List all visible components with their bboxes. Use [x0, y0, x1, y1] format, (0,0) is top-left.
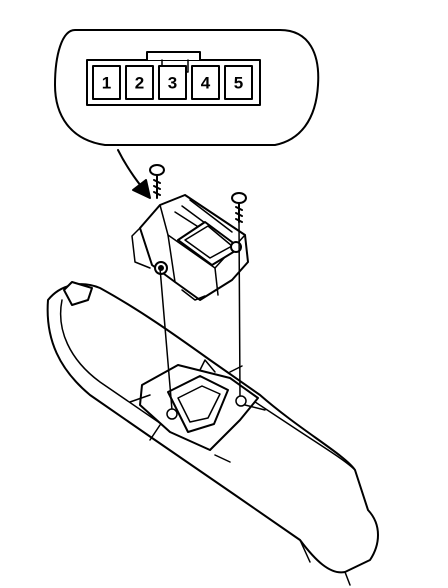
- connector-pin-1: 1: [92, 65, 121, 100]
- screw-icon: [231, 192, 247, 223]
- connector-pin-2: 2: [125, 65, 154, 100]
- pin-number: 4: [201, 74, 211, 93]
- connector-pin-5: 5: [224, 65, 253, 100]
- pin-box: [224, 65, 253, 100]
- switch-assembly: [131, 194, 249, 301]
- alignment-lines: [159, 221, 247, 420]
- screw-icon: [149, 164, 165, 199]
- connector-pins: 1 2 3 4 5: [92, 65, 253, 100]
- pin-number: 1: [102, 74, 111, 93]
- pin-box: [92, 65, 121, 100]
- pin-box: [191, 65, 220, 100]
- pin-box: [125, 65, 154, 100]
- pin-number: 3: [168, 74, 177, 93]
- pin-number: 5: [234, 74, 243, 93]
- pin-box: [158, 65, 187, 100]
- connector-pin-4: 4: [191, 65, 220, 100]
- door-armrest-panel: [46, 281, 379, 586]
- pin-number: 2: [135, 74, 144, 93]
- connector-pin-3: 3: [158, 65, 187, 100]
- callout-arrow: [117, 149, 151, 199]
